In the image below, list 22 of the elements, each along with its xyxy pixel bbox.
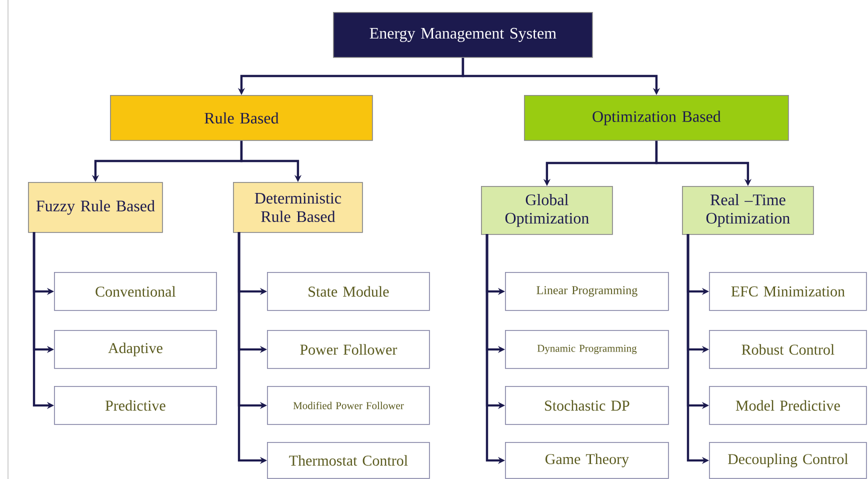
method-box: Model Predictive — [709, 386, 867, 425]
subcategory-box: Global Optimization — [481, 186, 613, 235]
method-box: Conventional — [54, 272, 217, 311]
method-box: Decoupling Control — [709, 442, 867, 479]
method-box: State Module — [267, 272, 430, 311]
method-box: Game Theory — [505, 442, 669, 479]
method-box: Linear Programming — [505, 272, 669, 311]
title-box: Energy Management System — [333, 12, 593, 58]
method-box: Power Follower — [267, 330, 430, 369]
method-box: Adaptive — [54, 330, 217, 369]
method-box: Modified Power Follower — [267, 386, 430, 425]
subcategory-box: Fuzzy Rule Based — [28, 182, 163, 233]
method-box: Predictive — [54, 386, 217, 425]
method-box: EFC Minimization — [709, 272, 867, 311]
subcategory-box: Deterministic Rule Based — [233, 182, 363, 233]
method-box: Robust Control — [709, 330, 867, 369]
method-box: Dynamic Programming — [505, 330, 669, 369]
subcategory-box: Real –Time Optimization — [682, 186, 814, 235]
category-box: Rule Based — [110, 95, 373, 141]
category-box: Optimization Based — [524, 95, 789, 141]
method-box: Stochastic DP — [505, 386, 669, 425]
method-box: Thermostat Control — [267, 442, 430, 479]
